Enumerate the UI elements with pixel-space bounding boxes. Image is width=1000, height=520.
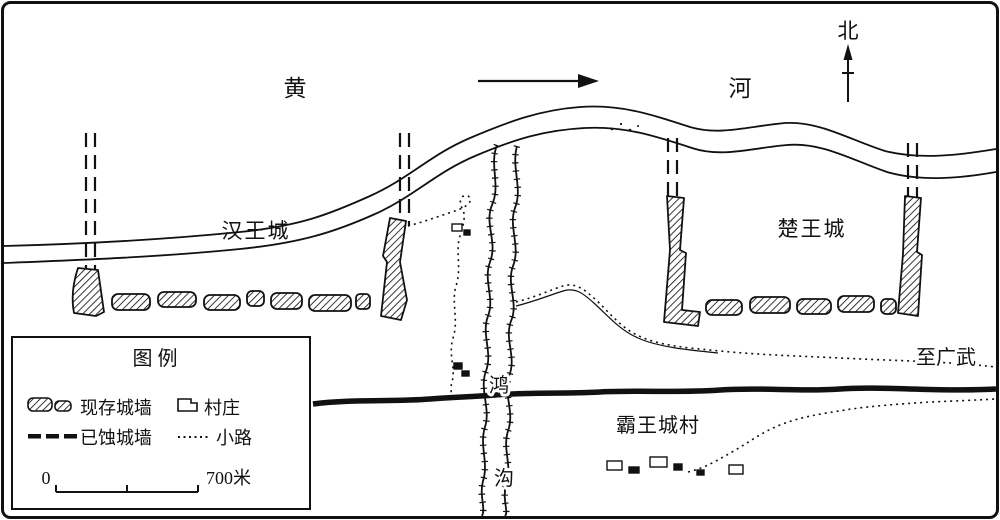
legend-box	[11, 336, 311, 510]
wall-segment	[111, 293, 151, 311]
legend-path-label: 小路	[216, 428, 252, 448]
legend: 图 例 现存城墙 村庄 已蚀城墙 小路 0 700米	[11, 336, 311, 510]
wall-segment	[270, 292, 303, 310]
scale-start-label: 0	[42, 468, 51, 488]
wall-segment	[157, 291, 197, 308]
trail-to-guangwu	[515, 284, 997, 368]
canal-label-hong: 鸿	[489, 374, 509, 397]
wall-segment-vertical	[663, 195, 701, 327]
canal-west-bank	[480, 144, 498, 517]
river-label-huang: 黄	[284, 76, 307, 101]
village-marker	[461, 370, 470, 377]
wall-segment	[203, 294, 241, 311]
canal-label-gou: 沟	[494, 467, 514, 490]
wall-segment-vertical	[380, 217, 408, 321]
legend-village-symbol	[177, 398, 198, 412]
north-arrow	[842, 44, 854, 102]
canal-east-bank-ticks	[501, 145, 522, 519]
village-marker	[463, 229, 471, 236]
village-marker	[628, 466, 640, 474]
wall-segment	[71, 267, 105, 317]
yellow-river-lower-bank	[3, 126, 997, 264]
north-label: 北	[838, 19, 859, 43]
han-city-label: 汉王城	[222, 219, 291, 243]
village-marker	[606, 460, 623, 471]
village-marker	[649, 456, 668, 468]
village-markers	[451, 223, 744, 476]
village-marker	[728, 464, 744, 475]
existing-walls-han	[71, 217, 408, 321]
legend-village-label: 村庄	[204, 398, 240, 418]
legend-eroded-wall-symbol	[28, 434, 77, 439]
village-marker	[453, 362, 463, 370]
main-road	[312, 385, 997, 407]
trail-companion-line	[515, 289, 719, 354]
wall-segment-vertical	[897, 195, 923, 317]
trail-southeast	[687, 398, 997, 473]
trail-west-of-canal	[407, 194, 472, 402]
wall-segment	[749, 296, 791, 314]
trails	[407, 194, 997, 473]
scale-end-label: 700米	[206, 468, 251, 488]
to-guangwu-label: 至广武	[916, 346, 976, 369]
wall-segment	[796, 298, 832, 315]
legend-existing-wall-symbol	[54, 400, 72, 412]
river-speckles	[610, 122, 639, 132]
legend-existing-wall-symbol	[27, 397, 53, 412]
river-label-he: 河	[729, 76, 752, 101]
wall-segment	[308, 294, 352, 312]
wall-segment	[705, 299, 743, 316]
river-flow-arrow	[478, 74, 599, 88]
wall-segment	[837, 295, 875, 313]
village-marker	[696, 469, 705, 476]
legend-existing-wall-label: 现存城墙	[80, 398, 152, 418]
wall-segment	[246, 290, 265, 307]
bawang-village-label: 霸王城村	[616, 414, 700, 437]
existing-walls-chu	[663, 195, 923, 327]
legend-eroded-wall-label: 已蚀城墙	[80, 428, 152, 448]
village-marker	[673, 463, 683, 471]
wall-segment	[355, 293, 371, 310]
chu-city-label: 楚王城	[778, 217, 847, 241]
yellow-river-upper-bank	[3, 105, 997, 247]
legend-title: 图 例	[133, 347, 178, 370]
village-marker	[451, 223, 463, 232]
scale-bar	[55, 485, 199, 493]
honggou-canal	[478, 143, 522, 519]
wall-segment	[880, 298, 897, 315]
